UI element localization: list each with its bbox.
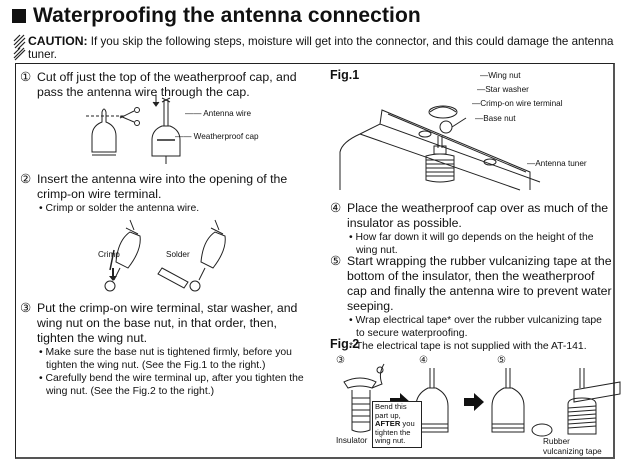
step-2: ② Insert the antenna wire into the openi… xyxy=(20,172,310,215)
fig2-step-marker: ⑤ xyxy=(497,355,506,366)
star-washer-label: —Star washer xyxy=(477,85,529,94)
bend-note-callout: Bend this part up, AFTER you tighten the… xyxy=(372,401,422,448)
step-number: ⑤ xyxy=(330,254,342,268)
fig1-title: Fig.1 xyxy=(330,68,360,82)
wing-nut-label: —Wing nut xyxy=(480,71,521,80)
section-square-icon xyxy=(12,9,26,23)
step-number: ③ xyxy=(20,301,32,315)
antenna-wire-label: —— Antenna wire xyxy=(185,109,251,118)
step-bullet: • How far down it will go depends on the… xyxy=(349,232,594,256)
step-4: ④ Place the weatherproof cap over as muc… xyxy=(330,201,612,257)
step-text: Insert the antenna wire into the opening… xyxy=(37,172,288,201)
step-bullet: • Crimp or solder the antenna wire. xyxy=(39,203,200,214)
page-title-text: Waterproofing the antenna connection xyxy=(33,4,421,27)
step-bullet: • Carefully bend the wire terminal up, a… xyxy=(39,373,304,397)
step-5: ⑤ Start wrapping the rubber vulcanizing … xyxy=(330,254,612,353)
step-1: ① Cut off just the top of the weatherpro… xyxy=(20,70,310,100)
fig2-title: Fig.2 xyxy=(330,337,360,351)
step-bullet: • Make sure the base nut is tightened fi… xyxy=(39,347,292,371)
step-number: ① xyxy=(20,70,32,84)
step-text: Cut off just the top of the weatherproof… xyxy=(37,70,297,99)
caution-label: CAUTION: xyxy=(28,34,88,48)
caution-hatch-icon xyxy=(13,34,26,61)
step-text: Place the weatherproof cap over as much … xyxy=(347,201,609,230)
instructions-frame xyxy=(15,63,615,459)
step-footnote: * The electrical tape is not supplied wi… xyxy=(349,341,587,352)
step-number: ④ xyxy=(330,201,342,215)
solder-label: Solder xyxy=(166,250,190,259)
step-text: Start wrapping the rubber vulcanizing ta… xyxy=(347,254,612,313)
page-title: Waterproofing the antenna connection xyxy=(12,4,421,28)
fig2-step-marker: ③ xyxy=(336,355,345,366)
caution-notice: CAUTION: If you skip the following steps… xyxy=(13,34,623,61)
step-bullet: • Wrap electrical tape* over the rubber … xyxy=(349,315,602,339)
fig1-antenna-tuner-illustration xyxy=(339,105,541,191)
cap-cutting-illustration xyxy=(86,95,181,164)
fig2-step-marker: ④ xyxy=(419,355,428,366)
crimp-solder-illustration xyxy=(104,219,226,292)
antenna-tuner-label: —Antenna tuner xyxy=(527,159,587,168)
base-nut-label: —Base nut xyxy=(475,114,516,123)
step-3: ③ Put the crimp-on wire terminal, star w… xyxy=(20,301,304,398)
crimp-on-wire-terminal-label: —Crimp-on wire terminal xyxy=(472,99,563,108)
caution-text: If you skip the following steps, moistur… xyxy=(28,35,614,61)
step-text: Put the crimp-on wire terminal, star was… xyxy=(37,301,298,345)
step-number: ② xyxy=(20,172,32,186)
weatherproof-cap-label: —— Weatherproof cap xyxy=(175,132,259,141)
crimp-label: Crimp xyxy=(98,250,120,259)
rubber-vulcanizing-tape-label: Rubber vulcanizing tape xyxy=(543,437,602,456)
insulator-label: Insulator xyxy=(336,436,368,445)
